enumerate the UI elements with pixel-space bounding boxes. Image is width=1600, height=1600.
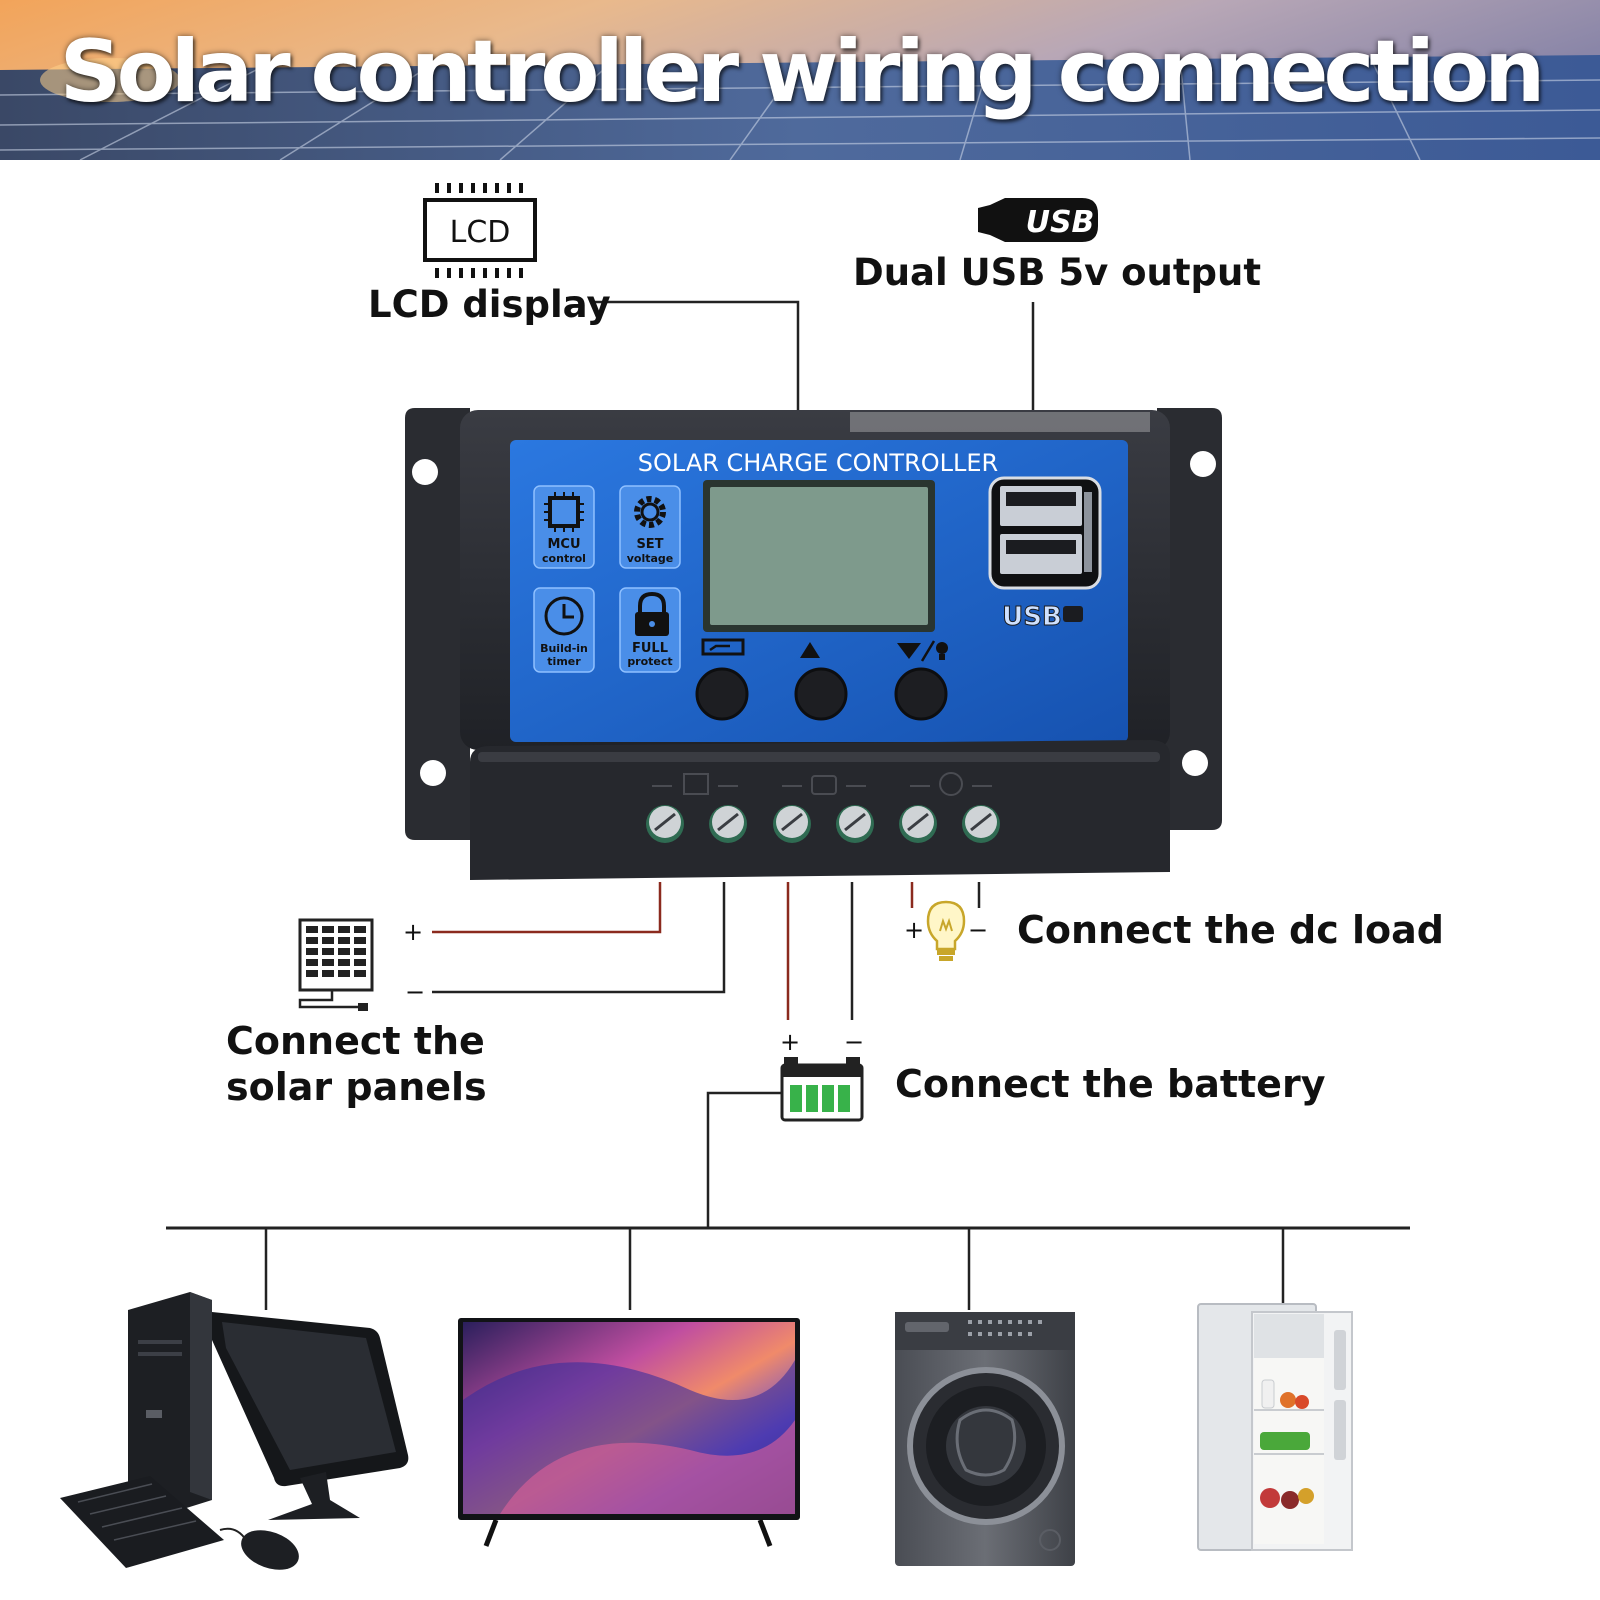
up-arrow-icon: [800, 642, 820, 658]
up-button[interactable]: [794, 667, 848, 721]
usb-plug-text: USB: [1026, 205, 1095, 240]
screw-terminals: [646, 805, 1000, 843]
solar-panel-icon: [298, 918, 374, 1011]
load-plus-sign: +: [904, 916, 924, 944]
light-bulb-icon: [926, 900, 966, 961]
terminal-solar-plus: [646, 805, 684, 843]
terminal-solar-minus: [709, 805, 747, 843]
solar-charge-controller: SOLAR CHARGE CONTROLLER MCU control: [405, 408, 1222, 880]
solar-plus-sign: +: [403, 918, 423, 946]
menu-symbol-icon: [701, 638, 745, 656]
solar-panel-sky-background: [0, 0, 1600, 160]
usb-mark: USB: [1002, 602, 1062, 632]
feature-set-voltage: SET voltage: [619, 485, 681, 569]
terminal-battery-minus: [836, 805, 874, 843]
lcd-screen: [710, 487, 928, 625]
banner-title: Solar controller wiring connection: [59, 22, 1546, 122]
battery-minus-sign: −: [844, 1028, 864, 1056]
svg-text:timer: timer: [547, 655, 581, 668]
mount-hole: [420, 760, 446, 786]
refrigerator-icon: [1197, 1303, 1353, 1551]
lcd-chip-icon: LCD: [423, 183, 537, 278]
lcd-chip-text: LCD: [450, 215, 511, 250]
svg-text:protect: protect: [627, 655, 672, 668]
mount-hole: [1190, 451, 1216, 477]
terminal-battery-plus: [773, 805, 811, 843]
label-leader-lines: [592, 300, 1035, 410]
feature-full-protect: FULL protect: [619, 587, 681, 673]
wire-solar-minus: [432, 882, 726, 994]
load-minus-sign: −: [968, 916, 988, 944]
battery-plus-sign: +: [780, 1028, 800, 1056]
chip-icon: [544, 492, 584, 532]
svg-text:voltage: voltage: [627, 552, 674, 565]
solar-label-line1: Connect the: [226, 1019, 485, 1063]
washing-machine-icon: [895, 1312, 1075, 1566]
solar-panels-label: Connect the solar panels: [226, 1018, 487, 1110]
dc-load-label: Connect the dc load: [1017, 908, 1444, 952]
mount-hole: [412, 459, 438, 485]
mount-hole: [1182, 750, 1208, 776]
lcd-display-label: LCD display: [368, 283, 611, 326]
wires: [166, 882, 1410, 1310]
gear-icon: [634, 496, 666, 528]
usb-plug-icon: USB: [978, 198, 1098, 242]
header-banner: Solar controller wiring connection: [0, 0, 1600, 160]
polarity-markers: + − + − + −: [403, 916, 988, 1056]
solar-label-line2: solar panels: [226, 1065, 487, 1109]
solar-minus-sign: −: [405, 978, 425, 1006]
svg-text:control: control: [542, 552, 586, 565]
menu-button[interactable]: [695, 667, 749, 721]
television-icon: [458, 1318, 800, 1547]
svg-text:SET: SET: [636, 537, 663, 552]
battery-label: Connect the battery: [895, 1062, 1326, 1106]
battery-icon: [780, 1057, 864, 1122]
svg-text:MCU: MCU: [547, 537, 580, 552]
svg-text:FULL: FULL: [632, 641, 668, 656]
controller-title: SOLAR CHARGE CONTROLLER: [638, 449, 998, 477]
wire-battery-bus: [706, 1091, 782, 1228]
desktop-computer-icon: [60, 1292, 409, 1570]
clock-icon: [544, 596, 584, 636]
usb-output-label: Dual USB 5v output: [853, 251, 1262, 294]
feature-mcu-control: MCU control: [533, 485, 595, 569]
wire-solar-plus: [432, 882, 662, 934]
down-button[interactable]: [894, 667, 948, 721]
terminal-load-minus: [962, 805, 1000, 843]
lock-icon: [635, 591, 669, 636]
usb-ports: [988, 476, 1102, 590]
usb-mark-plug-icon: [1063, 606, 1083, 622]
down-arrow-light-icon: [897, 640, 948, 662]
feature-build-in-timer: Build-in timer: [533, 587, 595, 673]
terminal-markings: [652, 772, 992, 796]
terminal-load-plus: [899, 805, 937, 843]
svg-text:Build-in: Build-in: [540, 642, 588, 655]
